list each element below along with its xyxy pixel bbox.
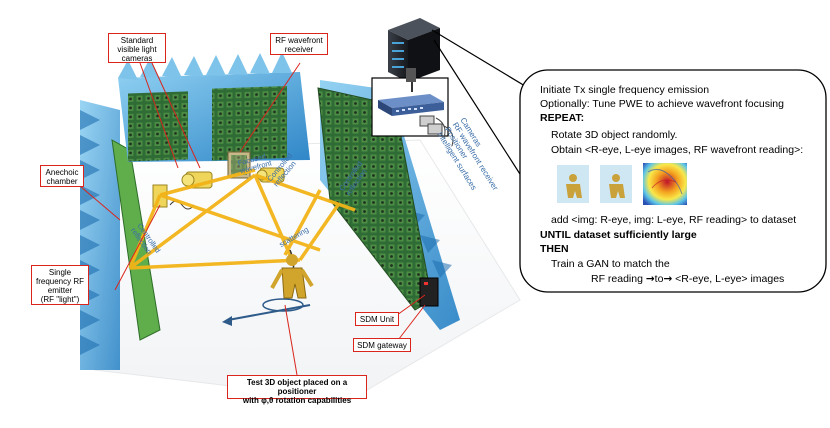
callout-sdm-gateway: SDM gateway xyxy=(353,338,411,352)
intelligent-surface-back-left xyxy=(128,91,188,162)
algo-line-repeat: REPEAT: xyxy=(540,112,585,124)
algo-line-mapping: RF reading →to→ <R-eye, L-eye> images xyxy=(591,273,785,285)
algo-line-initiate: Initiate Tx single frequency emission xyxy=(540,84,710,96)
algorithm-text: Initiate Tx single frequency emission Op… xyxy=(527,73,825,291)
algo-line-train: Train a GAN to match the xyxy=(551,258,670,270)
callout-rf-emitter: Single frequency RF emitter (RF "light") xyxy=(31,265,89,305)
callout-standard-cameras: Standard visible light cameras xyxy=(108,33,166,63)
l-eye-thumbnail xyxy=(600,165,632,203)
chamber-floor xyxy=(94,139,521,401)
absorber-wall-left xyxy=(80,100,120,370)
algo-line-until: UNTIL dataset sufficiently large xyxy=(540,229,697,241)
algo-line-then: THEN xyxy=(540,243,569,255)
callout-leaders xyxy=(79,62,426,376)
status-led xyxy=(424,282,428,285)
bubble-tail xyxy=(431,29,541,186)
algo-line-rotate: Rotate 3D object randomly. xyxy=(551,129,678,141)
server-rack-icon xyxy=(388,18,440,82)
network-switch-icon xyxy=(378,94,444,116)
callout-sdm-unit: SDM Unit xyxy=(355,312,399,326)
algo-line-add: add <img: R-eye, img: L-eye, RF reading>… xyxy=(551,214,797,226)
intelligent-surface-left xyxy=(111,139,161,341)
sdm-unit-hardware xyxy=(419,277,439,307)
rf-beams xyxy=(128,168,356,270)
cable-connector xyxy=(406,68,416,82)
algo-line-tune: Optionally: Tune PWE to achieve wavefron… xyxy=(540,98,784,110)
callout-test-object: Test 3D object placed on a positioner wi… xyxy=(227,375,367,405)
callout-rf-receiver: RF wavefront receiver xyxy=(270,33,328,55)
rf-reading-heatmap xyxy=(643,163,687,205)
right-arrow-icon: → xyxy=(645,273,655,285)
r-eye-thumbnail xyxy=(557,165,589,203)
usb-cameras xyxy=(419,115,454,147)
callout-anechoic-chamber: Anechoic chamber xyxy=(40,165,84,187)
intelligent-surface-back-right xyxy=(212,85,287,161)
right-arrow-icon: → xyxy=(663,273,673,285)
algo-line-obtain: Obtain <R-eye, L-eye images, RF wavefron… xyxy=(551,144,804,156)
humanoid-figure-icon xyxy=(222,249,314,326)
